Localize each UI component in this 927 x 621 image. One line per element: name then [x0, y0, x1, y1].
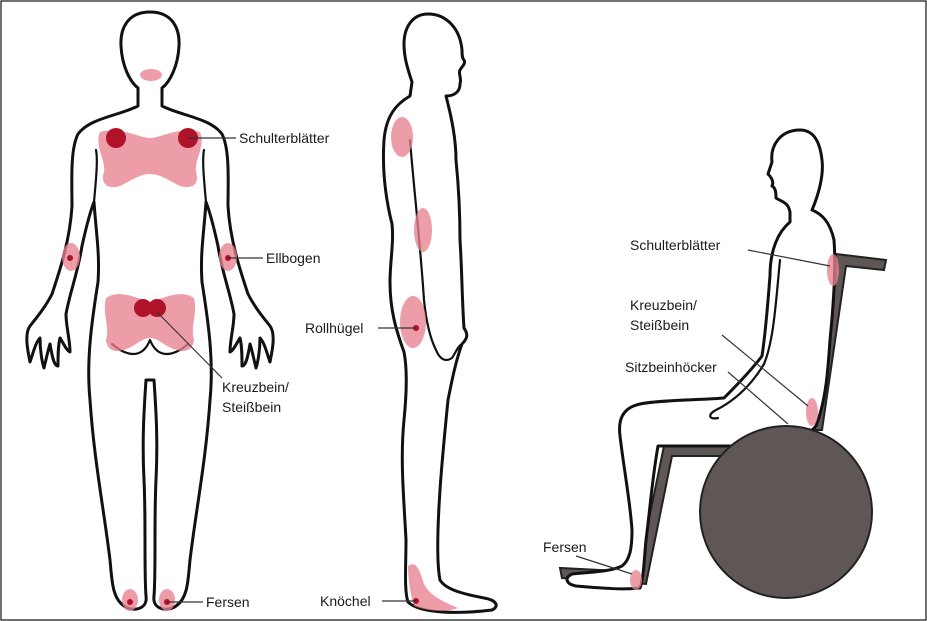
- seated-shoulder-label: Schulterblätter: [630, 237, 721, 253]
- seated-heel-pressure-zone: [630, 570, 642, 590]
- left-heel-point: [127, 599, 133, 605]
- side-elbow-pressure-zone: [414, 208, 432, 252]
- seated-shoulder-pressure-zone: [827, 254, 839, 286]
- left-elbow-point: [67, 255, 73, 261]
- seated-sacrum-pressure-zone: [806, 398, 818, 426]
- front-sacrum-label-line1: Kreuzbein/: [222, 379, 289, 395]
- side-hip-label: Rollhügel: [305, 320, 363, 336]
- front-heels-label: Fersen: [206, 594, 250, 610]
- side-shoulder-pressure-zone: [391, 117, 413, 157]
- sacrum-point-right: [148, 299, 166, 317]
- seated-heels-label: Fersen: [543, 539, 587, 555]
- front-sacrum-label-line2: Steißbein: [222, 399, 281, 415]
- side-ankle-label: Knöchel: [320, 593, 371, 609]
- seated-ischium-label: Sitzbeinhöcker: [625, 359, 717, 375]
- seated-sacrum-label-line2: Steißbein: [630, 317, 689, 333]
- front-elbow-label: Ellbogen: [266, 250, 321, 266]
- front-shoulder-label: Schulterblätter: [239, 130, 330, 146]
- neck-pressure-zone: [140, 69, 162, 81]
- left-shoulder-blade-point: [106, 128, 126, 148]
- seated-sacrum-label-line1: Kreuzbein/: [630, 297, 697, 313]
- side-hip-pressure-zone: [400, 296, 426, 348]
- wheelchair-wheel: [700, 426, 872, 598]
